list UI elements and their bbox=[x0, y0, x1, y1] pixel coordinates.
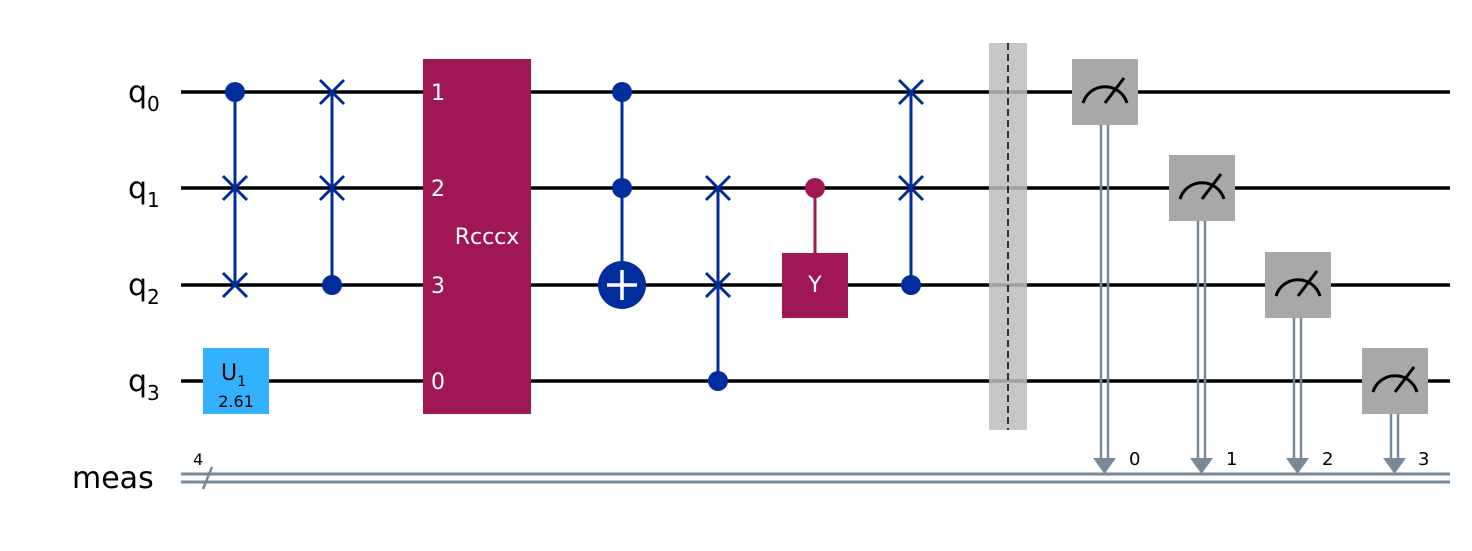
meter-icon bbox=[1274, 278, 1322, 297]
svg-text:0: 0 bbox=[431, 370, 445, 395]
svg-text:2.61: 2.61 bbox=[218, 392, 254, 411]
register-width-label: 4 bbox=[193, 450, 203, 469]
measurement-q0: 0 bbox=[1072, 59, 1140, 474]
qubit-label-q2: q2 bbox=[128, 268, 160, 309]
register-width-slash bbox=[201, 466, 214, 490]
cswap-gate-2 bbox=[318, 78, 346, 295]
cswap-gate-1 bbox=[221, 82, 249, 299]
control-dot bbox=[225, 82, 245, 102]
swap-x-icon bbox=[704, 271, 732, 299]
meter-icon bbox=[1081, 85, 1129, 104]
svg-text:2: 2 bbox=[431, 177, 445, 202]
meter-icon bbox=[1178, 181, 1226, 200]
measurement-q1: 1 bbox=[1169, 155, 1237, 474]
measurement-q2: 2 bbox=[1265, 252, 1333, 474]
qubit-label-q3: q3 bbox=[128, 364, 160, 405]
classical-wire bbox=[181, 466, 1450, 490]
meter-icon bbox=[1371, 374, 1419, 393]
barrier bbox=[989, 43, 1027, 430]
svg-text:3: 3 bbox=[431, 274, 445, 299]
classical-register-label: meas bbox=[72, 461, 154, 496]
swap-x-icon bbox=[704, 174, 732, 202]
svg-text:3: 3 bbox=[1418, 449, 1429, 470]
control-dot bbox=[901, 275, 921, 295]
control-dot bbox=[612, 178, 632, 198]
u1-gate: U1 2.61 bbox=[203, 348, 269, 414]
svg-text:U1: U1 bbox=[221, 361, 246, 390]
swap-x-icon bbox=[897, 174, 925, 202]
swap-x-icon bbox=[221, 271, 249, 299]
svg-text:0: 0 bbox=[1129, 449, 1140, 470]
swap-x-icon bbox=[221, 174, 249, 202]
cy-gate: Y bbox=[782, 178, 848, 318]
control-dot bbox=[805, 178, 825, 198]
cswap-gate-4 bbox=[897, 78, 925, 295]
svg-text:2: 2 bbox=[1322, 449, 1333, 470]
qubit-label-q0: q0 bbox=[128, 75, 160, 116]
swap-x-icon bbox=[318, 174, 346, 202]
control-dot bbox=[612, 82, 632, 102]
svg-text:Rcccx: Rcccx bbox=[455, 225, 520, 250]
toffoli-gate bbox=[598, 82, 646, 309]
control-dot bbox=[322, 275, 342, 295]
qubit-label-q1: q1 bbox=[128, 171, 160, 212]
svg-text:1: 1 bbox=[431, 81, 445, 106]
cswap-gate-3 bbox=[704, 174, 732, 391]
rcccx-gate: 1 2 3 0 Rcccx bbox=[423, 59, 531, 414]
swap-x-icon bbox=[318, 78, 346, 106]
control-dot bbox=[708, 371, 728, 391]
svg-text:1: 1 bbox=[1226, 449, 1237, 470]
svg-text:Y: Y bbox=[807, 273, 822, 298]
swap-x-icon bbox=[897, 78, 925, 106]
wire-labels: q0 q1 q2 q3 meas bbox=[72, 75, 160, 496]
measurement-q3: 3 bbox=[1362, 348, 1429, 474]
